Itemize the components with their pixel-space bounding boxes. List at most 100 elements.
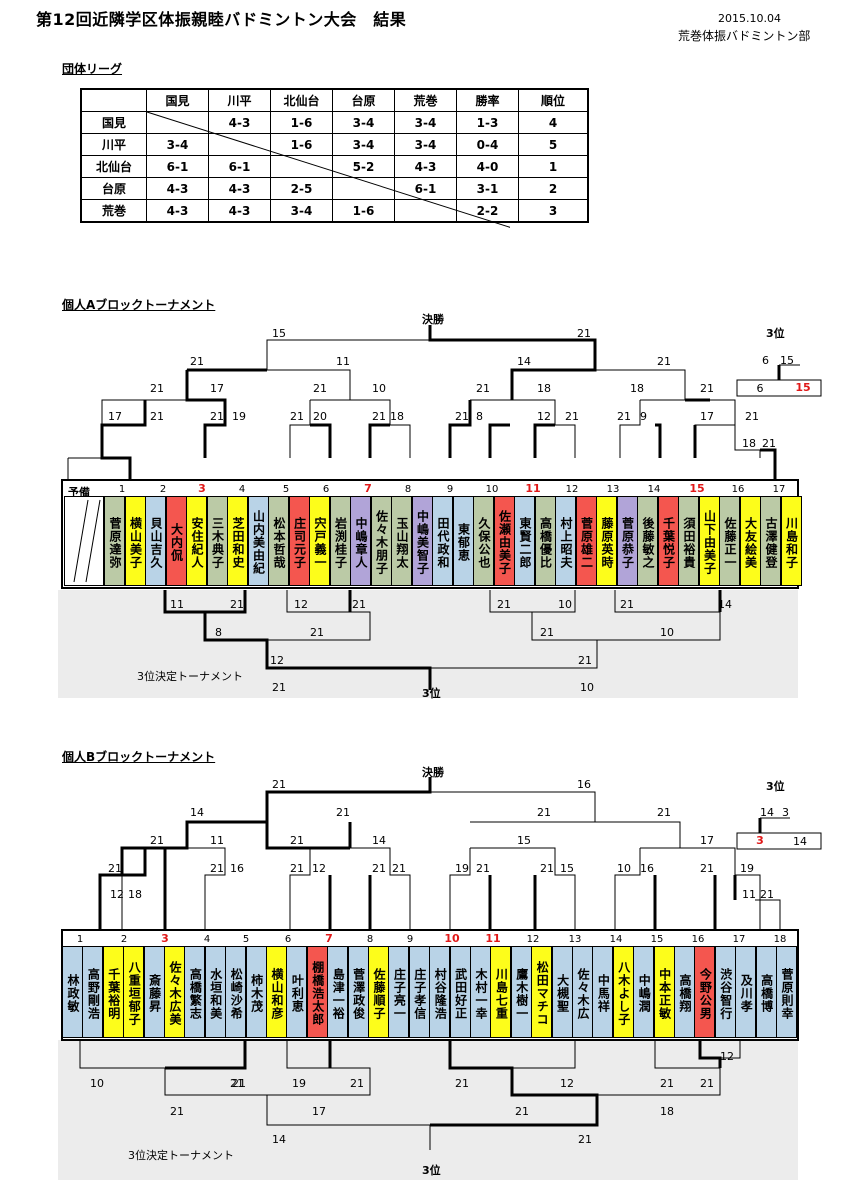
score-label: 21 [392,862,406,875]
player-slot: 須田裕貴 [678,496,699,586]
score-label: 21 [170,1105,184,1118]
score-label: 21 [150,410,164,423]
player-slot: 渋谷智行 [714,946,736,1038]
slot-number: 11 [525,482,541,495]
score-label: 21 [476,382,490,395]
score-label: 21 [290,834,304,847]
slot-number: 14 [609,934,623,945]
player-slot: 林政敏 [62,946,83,1038]
score-label: 12 [294,598,308,611]
score-label: 14 [517,355,531,368]
league-cell: 3 [518,199,589,223]
score-label: 10 [372,382,386,395]
score-label: 3位 [422,1164,441,1177]
third-place-score: 15 [795,381,811,394]
score-label: 11 [210,834,224,847]
score-label: 21 [272,681,286,694]
league-cell: 1-3 [456,111,519,134]
score-label: 16 [230,862,244,875]
reserve-slot [64,496,104,586]
score-label: 11 [336,355,350,368]
league-heading: 団体リーグ [62,62,123,76]
organizer: 荒巻体振バドミントン部 [678,29,811,43]
score-label: 16 [577,778,591,791]
score-label: 21 [108,862,122,875]
score-label: 15 [780,354,794,367]
league-col-header: 台原 [332,88,395,112]
score-label: 11 [170,598,184,611]
score-label: 14 [760,806,774,819]
league-cell: 3-1 [456,177,519,200]
score-label: 3位 [422,687,441,700]
player-slot: 川島七重 [490,946,512,1038]
score-label: 21 [372,410,386,423]
third-place-score: 6 [756,382,764,395]
player-slot: 村谷隆浩 [429,946,451,1038]
score-label: 21 [455,410,469,423]
player-slot: 木村一幸 [470,946,491,1038]
slot-number: 17 [772,484,786,495]
player-slot: 武田好正 [449,946,471,1038]
player-slot: 棚橋浩太郎 [306,946,328,1038]
score-label: 12 [312,862,326,875]
slot-number: 7 [325,932,333,945]
score-label: 3位 [766,327,785,340]
league-row-team: 荒巻 [80,199,147,223]
score-label: 21 [210,410,224,423]
score-label: 21 [210,862,224,875]
score-label: 21 [565,410,579,423]
league-row: 荒巻 4-3 4-3 3-4 1-6 2-2 3 [80,199,589,223]
score-label: 21 [350,1077,364,1090]
score-label: 21 [310,626,324,639]
league-row: 国見 4-3 1-6 3-4 3-4 1-3 4 [80,111,589,134]
player-slot: 高橋博 [755,946,777,1038]
score-label: 12 [560,1077,574,1090]
player-slot: 佐藤正一 [719,496,740,586]
score-label: 21 [617,410,631,423]
score-label: 21 [150,382,164,395]
player-slot: 宍戸義一 [309,496,330,586]
player-slot: 佐々木広美 [164,946,185,1038]
slot-number: 8 [366,934,374,945]
slot-number: 18 [773,934,787,945]
player-slot: 佐藤順子 [368,946,389,1038]
score-label: 18 [128,888,142,901]
score-label: 21 [336,806,350,819]
player-slot: 千葉裕明 [102,946,124,1038]
player-slot: 三木典子 [206,496,228,586]
score-label: 21 [540,626,554,639]
score-label: 21 [272,778,286,791]
player-slot: 佐々木広 [572,946,593,1038]
player-slot: 高野剛浩 [82,946,104,1038]
reserve-slash [73,499,101,583]
score-label: 予備 [68,486,90,499]
score-label: 18 [537,382,551,395]
slot-number: 4 [203,934,211,945]
score-label: 21 [700,862,714,875]
score-label: 21 [577,327,591,340]
score-label: 21 [190,355,204,368]
player-slot: 島津一裕 [327,946,349,1038]
league-cell: 1-6 [270,111,333,134]
score-label: 12 [270,654,284,667]
score-label: 21 [620,598,634,611]
slot-number: 14 [647,484,661,495]
score-label: 21 [476,862,490,875]
player-slot: 山下由美子 [698,496,720,586]
slot-number: 13 [606,484,620,495]
player-slot: 中馬祥 [592,946,614,1038]
player-slot: 中本正敏 [653,946,675,1038]
slot-number: 17 [732,934,746,945]
slot-number: 2 [159,484,167,495]
slot-number: 16 [691,934,705,945]
score-label: 10 [90,1077,104,1090]
score-label: 21 [515,1105,529,1118]
score-label: 12 [720,1050,734,1063]
score-label: 21 [700,382,714,395]
score-label: 10 [580,681,594,694]
score-label: 10 [660,626,674,639]
score-label: 17 [700,834,714,847]
page-title: 第12回近隣学区体振親睦バドミントン大会 結果 [36,10,407,29]
score-label: 17 [700,410,714,423]
